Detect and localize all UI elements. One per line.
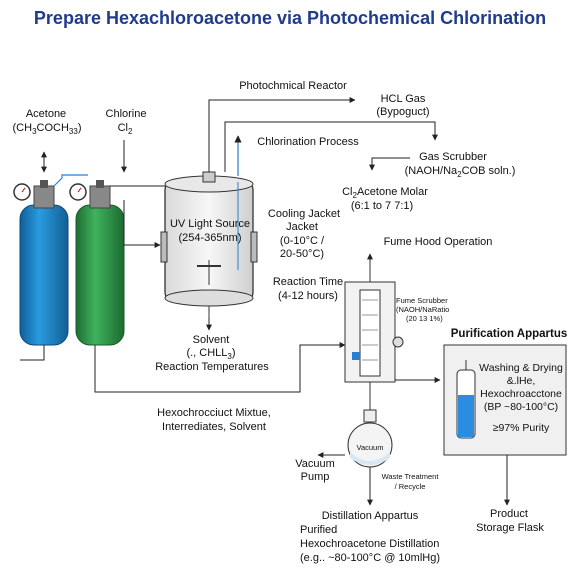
washing-label: Washing & Drying	[479, 362, 563, 374]
mixture-label-2: Interrediates, Solvent	[162, 421, 266, 433]
chlorine-label: Chlorine	[105, 108, 147, 120]
hexo-distillation-label: Hexochroacetone Distillation	[300, 538, 440, 550]
vacuum-pump-label-2: Pump	[300, 471, 330, 483]
cooling-jacket-range: (0-10°C /	[279, 235, 325, 247]
purification-label: Purification Appartus	[450, 328, 568, 340]
distillation-conditions: (e.g.. ~80-100°C @ 10mlHg)	[300, 552, 440, 564]
product-label: Product	[490, 508, 528, 520]
reaction-temps-label: Reaction Temperatures	[155, 361, 269, 373]
solvent-formula: (., CHLL3)	[186, 347, 236, 362]
fume-scrubber-ratio: (20 13 1%)	[406, 314, 443, 323]
distillation-label: Distillation Appartus	[321, 510, 419, 522]
cooling-jacket-range-2: 20-50°C)	[279, 248, 325, 260]
gas-scrubber-soln: (NAOH/Na2COB soln.)	[404, 165, 516, 180]
cooling-jacket-label-2: Jacket	[286, 221, 318, 233]
molar-ratio: (6:1 to 7 7:1)	[350, 200, 414, 212]
acetone-formula: (CH3COCH33)	[12, 122, 82, 137]
page-title: Prepare Hexachloroacetone via Photochemi…	[33, 8, 547, 28]
fume-hood-label: Fume Hood Operation	[383, 236, 493, 248]
chlorine-formula: Cl2	[117, 122, 133, 137]
waste-label-2: / Recycle	[394, 482, 426, 491]
boiling-point-label: (BP ~80-100°C)	[483, 401, 559, 413]
fume-scrubber-label: Fume Scrubber	[396, 296, 448, 305]
chlorine-cylinder	[69, 180, 125, 346]
reaction-time-label: Reaction Time	[272, 276, 344, 288]
acetone-label: Acetone	[25, 108, 67, 120]
photochemical-reactor	[160, 171, 258, 318]
solvent-label: Solvent	[192, 334, 230, 346]
uv-source-label: UV Light Source	[169, 218, 251, 230]
purified-label: Purified	[300, 524, 338, 536]
vacuum-pump-label: Vacuum	[295, 458, 335, 470]
washing-label-2: &.lHe,	[506, 375, 536, 387]
molar-label: Cl2Acetone Molar	[342, 186, 428, 201]
reaction-time-range: (4-12 hours)	[278, 290, 338, 302]
waste-label: Waste Treatment	[381, 472, 439, 481]
vacuum-flask	[347, 409, 393, 468]
washing-vessel	[456, 360, 476, 439]
purity-label: ≥97% Purity	[492, 422, 550, 434]
uv-range-label: (254-365nm)	[178, 232, 242, 244]
flask-vacuum-label: Vacuum	[356, 443, 384, 452]
byproduct-label: (Bypoguct)	[376, 106, 430, 118]
distillation-column	[344, 253, 404, 412]
chlorination-process-label: Chlorination Process	[257, 136, 359, 148]
hcl-gas-label: HCL Gas	[380, 93, 426, 105]
hexochroacctone-label: Hexochroacctone	[480, 388, 562, 400]
reactor-label: Photochmical Reactor	[239, 80, 347, 92]
cooling-jacket-label: Cooling Jacket	[267, 208, 341, 220]
storage-flask-label: Storage Flask	[476, 522, 544, 534]
gas-scrubber-label: Gas Scrubber	[419, 151, 487, 163]
fume-scrubber-soln: (NAOH/NaRatio	[396, 305, 450, 314]
acetone-cylinder	[13, 180, 69, 346]
mixture-label: Hexochrocciuct Mixtue,	[157, 407, 271, 419]
